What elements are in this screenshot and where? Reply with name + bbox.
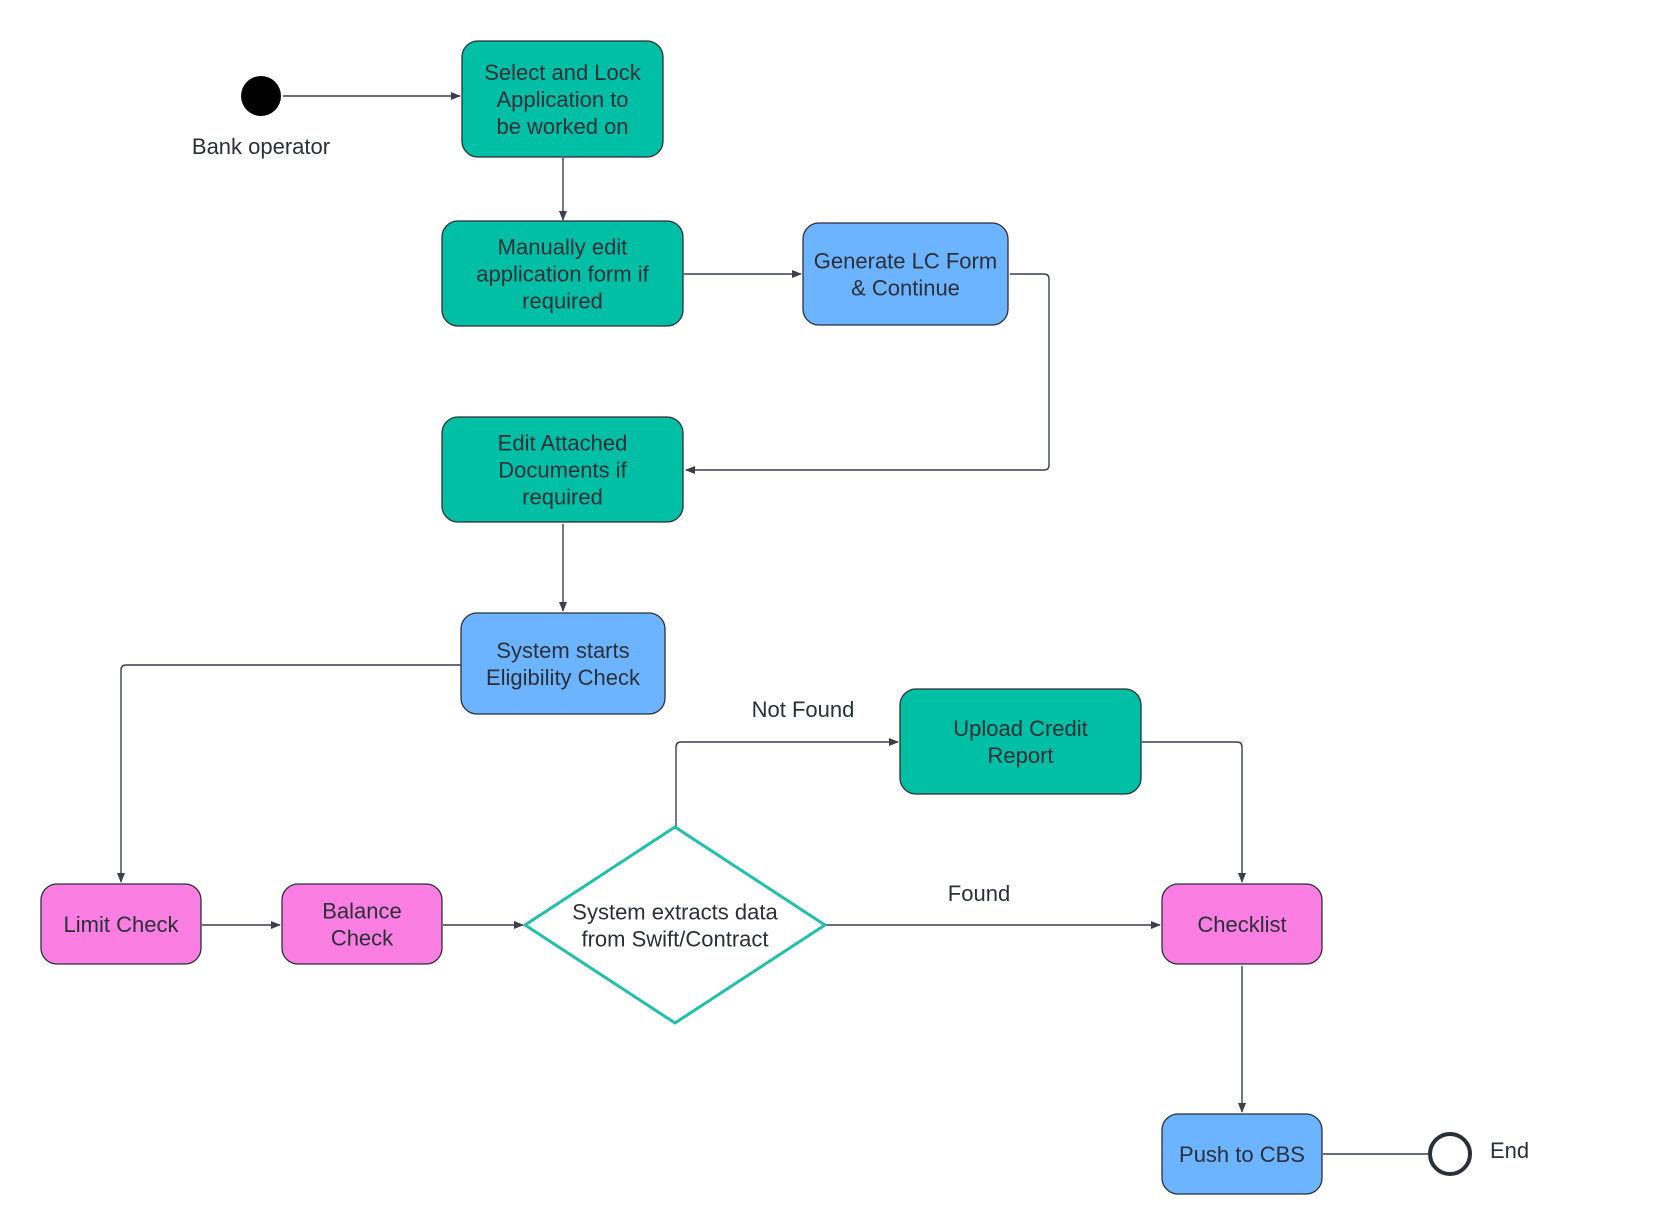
node-manually-edit-box xyxy=(441,220,684,327)
node-manually-edit-label-line: Manually edit xyxy=(498,235,628,260)
node-balance-check-label-line: Balance xyxy=(322,899,402,924)
node-select-and-lock-label-line: Application to xyxy=(496,87,628,112)
node-eligibility-check-label-line: System starts xyxy=(496,638,629,663)
edge-eligibility-to-limit xyxy=(117,664,461,883)
node-push-to-cbs: Push to CBS xyxy=(1161,1113,1323,1195)
node-upload-credit-report-box xyxy=(899,688,1142,795)
node-generate-lc-form: Generate LC Form& Continue xyxy=(802,222,1009,326)
node-select-and-lock-label-line: Select and Lock xyxy=(484,60,642,85)
edge-decision-to-upload xyxy=(675,738,899,827)
node-limit-check-label-line: Limit Check xyxy=(64,912,180,937)
edge-label-not-found: Not Found xyxy=(752,697,855,722)
node-select-and-lock-label-line: be worked on xyxy=(496,114,628,139)
node-generate-lc-form-label-line: & Continue xyxy=(851,276,960,301)
end-node xyxy=(1428,1132,1472,1176)
node-manually-edit-label-line: application form if xyxy=(476,262,649,287)
node-system-extracts-data-label-line: from Swift/Contract xyxy=(581,927,768,952)
node-upload-credit-report-label-line: Report xyxy=(987,743,1053,768)
node-edit-attached-docs-label-line: Edit Attached xyxy=(498,431,628,456)
node-edit-attached-docs-label-line: required xyxy=(522,485,603,510)
node-manually-edit-label-line: required xyxy=(522,289,603,314)
node-limit-check-box xyxy=(40,883,202,965)
node-edit-attached-docs-label-line: Documents if xyxy=(498,458,627,483)
node-checklist: Checklist xyxy=(1161,883,1323,965)
end-label: End xyxy=(1490,1138,1529,1163)
node-push-to-cbs-box xyxy=(1161,1113,1323,1195)
node-eligibility-check-label-line: Eligibility Check xyxy=(486,665,641,690)
edge-upload-to-checklist xyxy=(1142,741,1246,883)
edge-label-found: Found xyxy=(948,881,1010,906)
node-upload-credit-report-label-line: Upload Credit xyxy=(953,716,1088,741)
node-balance-check-box xyxy=(281,883,443,965)
node-checklist-box xyxy=(1161,883,1323,965)
node-system-extracts-data-label-line: System extracts data xyxy=(572,900,778,925)
node-generate-lc-form-label-line: Generate LC Form xyxy=(814,249,997,274)
node-balance-check-label-line: Check xyxy=(331,926,394,951)
edges xyxy=(117,92,1430,1155)
node-checklist-label-line: Checklist xyxy=(1197,912,1286,937)
node-system-extracts-data-diamond xyxy=(523,825,827,1025)
start-node xyxy=(241,76,281,116)
node-edit-attached-docs-box xyxy=(441,416,684,523)
node-eligibility-check-box xyxy=(460,612,666,715)
node-generate-lc-form-box xyxy=(802,222,1009,326)
node-limit-check: Limit Check xyxy=(40,883,202,965)
node-push-to-cbs-label-line: Push to CBS xyxy=(1179,1142,1305,1167)
edge-generate-to-editdocs xyxy=(685,273,1050,474)
start-label: Bank operator xyxy=(192,134,330,159)
node-select-and-lock-box xyxy=(461,40,664,158)
